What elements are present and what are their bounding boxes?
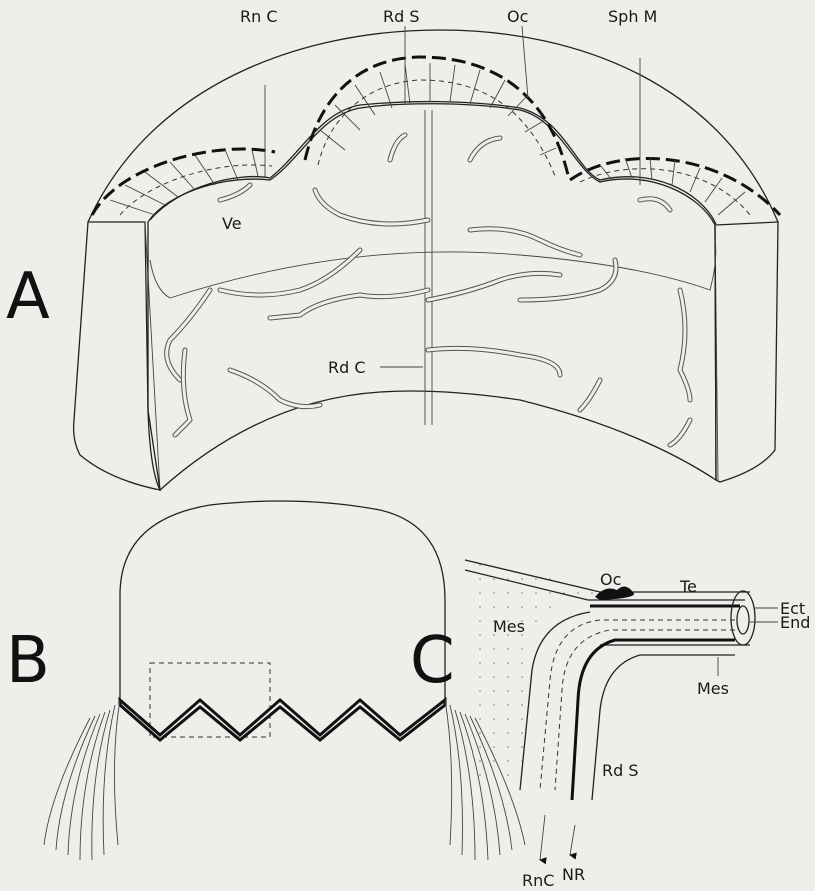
marginal-striations <box>110 63 745 215</box>
panel-a <box>74 26 780 490</box>
arrow-ring-canal <box>540 815 545 860</box>
label-c-mesoglea-right: Mes <box>697 679 729 698</box>
label-velum: Ve <box>222 214 242 233</box>
curve-dashed-2 <box>555 630 735 790</box>
label-sphincter-muscle: Sph M <box>608 7 657 26</box>
bell-silhouette <box>120 501 445 700</box>
marginal-arc-center <box>305 57 568 175</box>
panel-b-letter: B <box>6 624 50 698</box>
bell-margin <box>120 700 445 740</box>
tentacle-end <box>731 591 755 645</box>
label-c-ocellus: Oc <box>600 570 621 589</box>
arrow-nerve-ring <box>570 825 575 855</box>
label-c-radial-septum: Rd S <box>602 761 639 780</box>
tentacles-left <box>44 700 120 860</box>
label-c-mesoglea-left: Mes <box>493 617 525 636</box>
label-ring-canal: Rn C <box>240 7 278 26</box>
label-ocellus: Oc <box>507 7 528 26</box>
nerve-ring-line <box>572 640 735 800</box>
label-c-nerve-ring: NR <box>562 865 585 884</box>
right-wall <box>715 222 778 482</box>
panel-c-letter: C <box>410 624 455 698</box>
panel-a-letter: A <box>6 260 50 334</box>
endoderm-core <box>737 606 749 634</box>
label-c-endoderm: End <box>780 613 810 632</box>
label-c-tentacle: Te <box>679 577 697 596</box>
velum-band <box>150 240 716 298</box>
label-radial-septum: Rd S <box>383 7 420 26</box>
panel-c <box>465 560 778 860</box>
label-c-ring-canal: RnC <box>522 871 554 890</box>
ring-canal-line <box>150 102 716 224</box>
branching-canals <box>167 135 690 445</box>
label-radial-canal: Rd C <box>328 358 366 377</box>
marginal-arc-left <box>92 149 275 215</box>
